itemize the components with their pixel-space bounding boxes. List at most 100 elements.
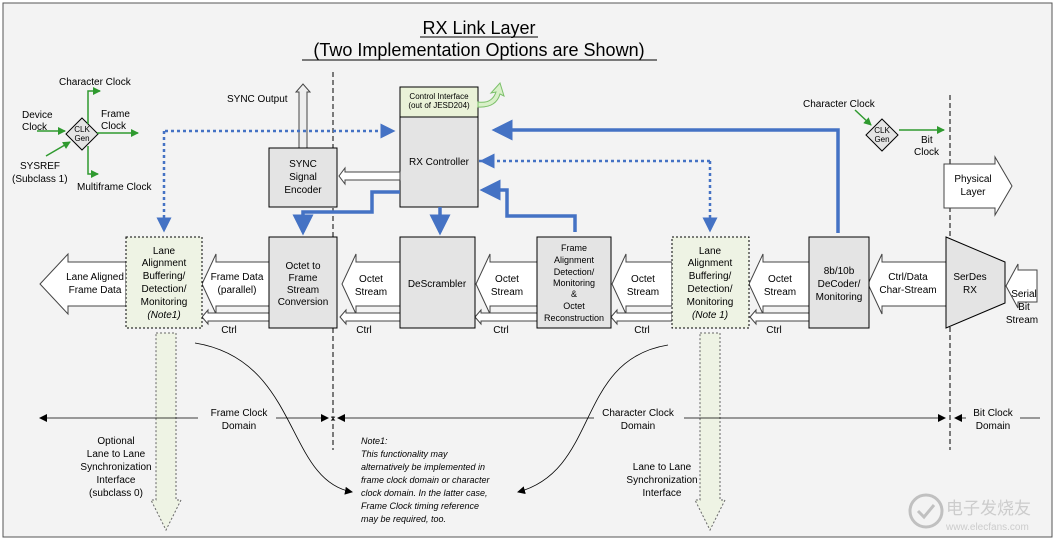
octet-stream-1-l2: Stream bbox=[355, 287, 387, 298]
bit-clock-label: Bit bbox=[921, 135, 933, 146]
svg-text:CLK: CLK bbox=[74, 125, 90, 134]
ctrl-data-l2: Char-Stream bbox=[879, 285, 936, 296]
frame-align-l2: Alignment bbox=[554, 255, 595, 265]
optional-interface-l3: Synchronization bbox=[80, 462, 151, 473]
dotted-control-links bbox=[156, 123, 718, 233]
optional-interface-l1: Optional bbox=[97, 436, 134, 447]
frame-align-l6: Octet bbox=[563, 301, 585, 311]
bit-clock-domain-l2: Domain bbox=[976, 421, 1010, 432]
sync-output-label: SYNC Output bbox=[227, 94, 288, 105]
octet-to-frame-block bbox=[268, 236, 338, 329]
ctrl-label-2: Ctrl bbox=[356, 325, 372, 336]
ctrl-data-l1: Ctrl/Data bbox=[888, 272, 928, 283]
frame-clock-domain-l1: Frame Clock bbox=[211, 408, 269, 419]
device-clock-label-2: Clock bbox=[22, 122, 48, 133]
note-l6: Frame Clock timing reference bbox=[361, 501, 479, 511]
lane-interface-l2: Synchronization bbox=[626, 475, 697, 486]
physical-layer-label: Physical bbox=[954, 174, 991, 185]
serdes-l2: RX bbox=[963, 285, 977, 296]
octet-stream-3-l2: Stream bbox=[627, 287, 659, 298]
decoder-l3: Monitoring bbox=[816, 292, 863, 303]
watermark-brand: 电子发烧友 bbox=[946, 499, 1031, 518]
control-interface-label: Control Interface bbox=[409, 92, 469, 101]
frame-data-l1: Frame Data bbox=[211, 272, 264, 283]
note-l1: Note1: bbox=[361, 436, 388, 446]
ctrl-label-3: Ctrl bbox=[493, 325, 509, 336]
note-l4: frame clock domain or character bbox=[361, 475, 491, 485]
physical-layer-label-2: Layer bbox=[960, 187, 986, 198]
descrambler-block bbox=[399, 236, 476, 329]
character-clock-domain-l1: Character Clock bbox=[602, 408, 675, 419]
optional-interface-l2: Lane to Lane bbox=[87, 449, 146, 460]
frame-align-l3: Detection/ bbox=[554, 267, 595, 277]
lane-interface-l1: Lane to Lane bbox=[633, 462, 692, 473]
optional-lane-sync-arrow bbox=[150, 332, 182, 532]
lane-align-right-l2: Alignment bbox=[688, 258, 733, 269]
lane-interface-l3: Interface bbox=[643, 488, 682, 499]
lane-aligned-frame-data-l1: Lane Aligned bbox=[66, 272, 124, 283]
bit-domain-label-bg bbox=[966, 405, 1020, 431]
clk-gen-left: CLK Gen bbox=[37, 87, 139, 178]
frame-align-l4: Monitoring bbox=[553, 278, 595, 288]
lane-align-left-l1: Lane bbox=[153, 246, 176, 257]
multiframe-clock-label: Multiframe Clock bbox=[77, 182, 152, 193]
lane-align-left-l4: Detection/ bbox=[141, 284, 186, 295]
octet-stream-4-l2: Stream bbox=[764, 287, 796, 298]
octet-to-frame-l3: Stream bbox=[287, 285, 319, 296]
character-clock-domain-l2: Domain bbox=[621, 421, 655, 432]
frame-align-l5: & bbox=[571, 289, 577, 299]
decoder-l2: DeCoder/ bbox=[818, 279, 861, 290]
octet-to-frame-l4: Conversion bbox=[278, 297, 329, 308]
lane-align-right-l4: Detection/ bbox=[687, 284, 732, 295]
ctrl-label-5: Ctrl bbox=[766, 325, 782, 336]
svg-text:CLK: CLK bbox=[874, 126, 890, 135]
ctrl-label-1: Ctrl bbox=[221, 325, 237, 336]
sync-encoder-label: SYNC bbox=[289, 159, 317, 170]
octet-stream-2-l1: Octet bbox=[495, 274, 519, 285]
note-l5: clock domain. In the latter case, bbox=[361, 488, 488, 498]
note-pointer-right bbox=[517, 344, 669, 495]
octet-stream-2-l2: Stream bbox=[491, 287, 523, 298]
svg-text:Gen: Gen bbox=[74, 134, 89, 143]
note-l3: alternatively be implemented in bbox=[361, 462, 485, 472]
character-clock-right-label: Character Clock bbox=[803, 99, 876, 110]
lane-align-right-note: (Note 1) bbox=[692, 310, 728, 321]
serial-bit-stream-l1: Serial bbox=[1011, 289, 1037, 300]
note-l2: This functionality may bbox=[361, 449, 448, 459]
bit-clock-domain-l1: Bit Clock bbox=[973, 408, 1013, 419]
frame-align-l7: Reconstruction bbox=[544, 313, 604, 323]
frame-data-l2: (parallel) bbox=[218, 285, 257, 296]
optional-interface-l4: Interface bbox=[97, 475, 136, 486]
frame-clock-label-2: Clock bbox=[101, 121, 127, 132]
serial-bit-stream-l3: Stream bbox=[1006, 315, 1038, 326]
control-interface-box bbox=[399, 86, 479, 118]
serdes-rx-block bbox=[945, 236, 1006, 329]
lane-align-left-l3: Buffering/ bbox=[143, 271, 186, 282]
clk-gen-right: CLK Gen bbox=[854, 109, 945, 152]
serial-bit-stream-l2: Bit bbox=[1018, 302, 1030, 313]
octet-to-frame-l2: Frame bbox=[289, 273, 318, 284]
descrambler-label: DeScrambler bbox=[408, 279, 467, 290]
note-pointer-left bbox=[194, 342, 353, 495]
sysref-label-2: (Subclass 1) bbox=[12, 174, 68, 185]
svg-text:Gen: Gen bbox=[874, 135, 889, 144]
octet-stream-1-l1: Octet bbox=[359, 274, 383, 285]
physical-layer-arrow bbox=[943, 155, 1013, 217]
character-domain-label-bg bbox=[594, 405, 684, 431]
octet-stream-3-l1: Octet bbox=[631, 274, 655, 285]
frame-clock-domain-l2: Domain bbox=[222, 421, 256, 432]
decoder-block bbox=[808, 236, 870, 329]
optional-interface-l5: (subclass 0) bbox=[89, 488, 143, 499]
octet-to-frame-l1: Octet to bbox=[285, 261, 320, 272]
domain-cross-marker: × bbox=[330, 414, 336, 425]
lane-sync-arrow bbox=[694, 332, 726, 532]
frame-clock-label: Frame bbox=[101, 109, 130, 120]
diagram-title: RX Link Layer bbox=[422, 18, 535, 38]
sync-encoder-label-3: Encoder bbox=[284, 185, 322, 196]
sync-encoder-label-2: Signal bbox=[289, 172, 317, 183]
data-flow-arrows bbox=[39, 252, 1038, 316]
lane-align-left-note: (Note1) bbox=[147, 310, 180, 321]
character-clock-left-label: Character Clock bbox=[59, 77, 132, 88]
